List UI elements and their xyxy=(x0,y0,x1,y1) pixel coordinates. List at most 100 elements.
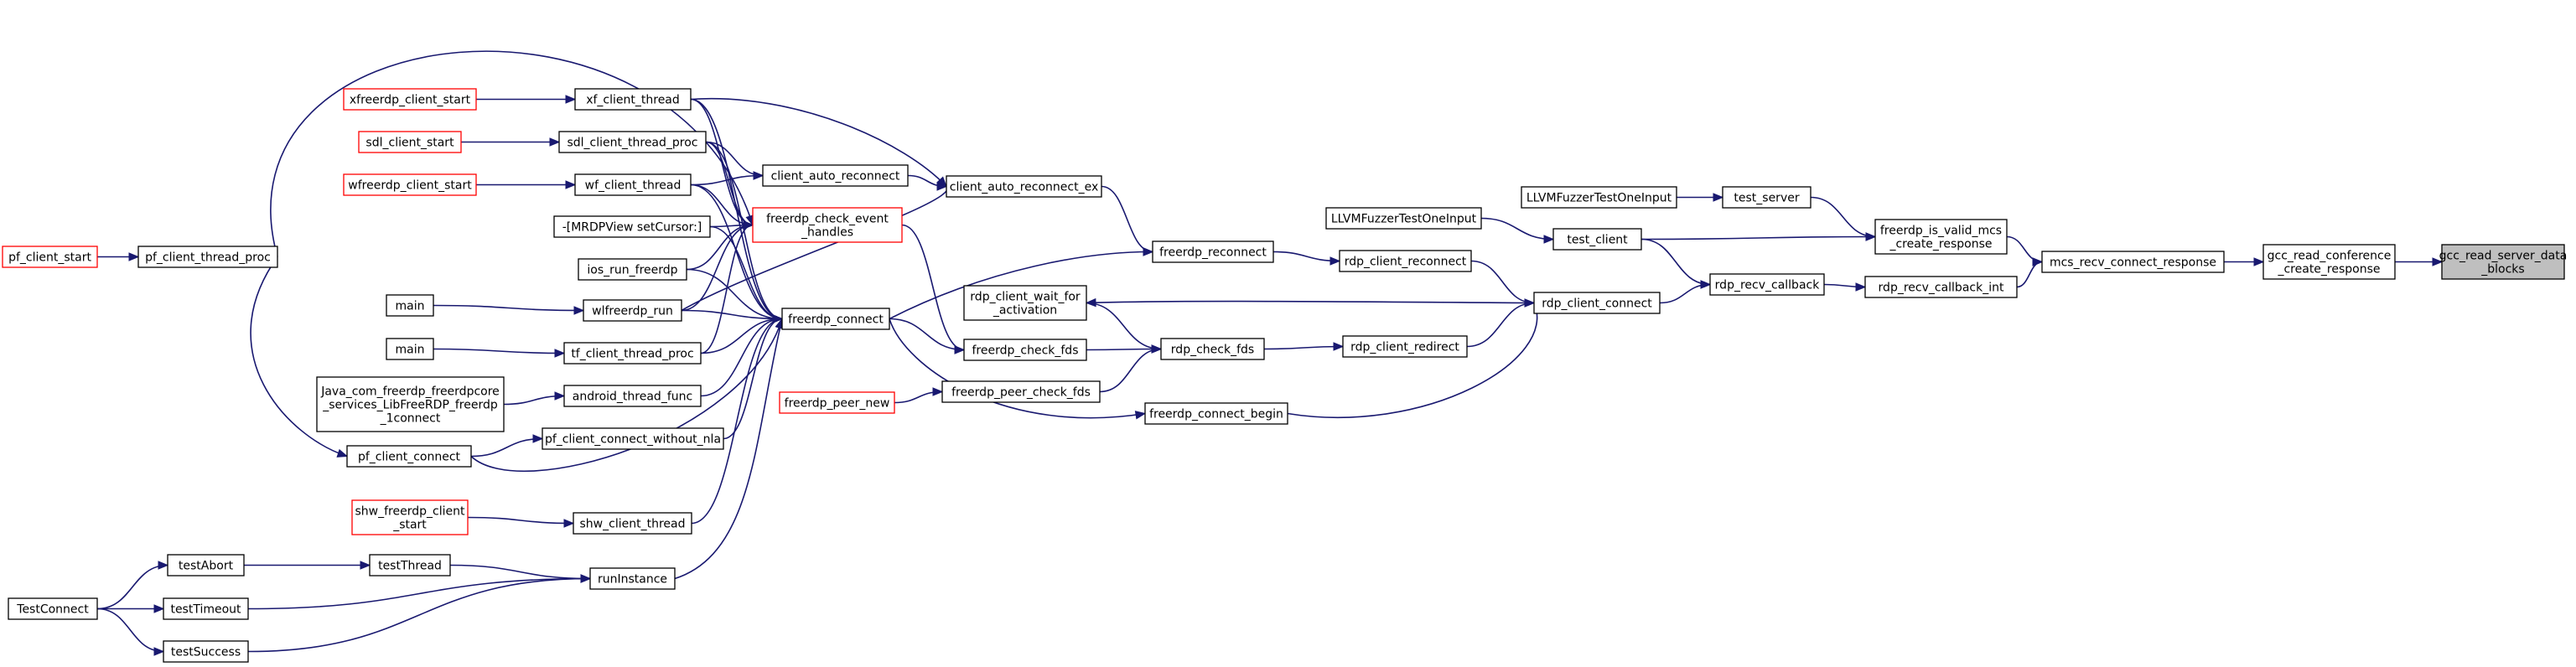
node-box[interactable] xyxy=(1533,292,1661,314)
node-box[interactable] xyxy=(343,88,477,111)
node-box[interactable] xyxy=(781,308,890,330)
node-box[interactable] xyxy=(583,299,682,322)
node-rdp-client-wait-for-activation[interactable]: rdp_client_wait_for_activation xyxy=(963,285,1087,321)
node-pf-client-start[interactable]: pf_client_start xyxy=(2,246,98,268)
node-shw-freerdp-client-start[interactable]: shw_freerdp_client_start xyxy=(351,499,469,535)
node-box[interactable] xyxy=(167,554,245,577)
node-gcc-read-conference-create-response[interactable]: gcc_read_conference_create_response xyxy=(2262,244,2396,280)
node-freerdp-reconnect[interactable]: freerdp_reconnect xyxy=(1152,240,1274,263)
node-freerdp-peer-check-fds[interactable]: freerdp_peer_check_fds xyxy=(941,380,1101,403)
node-box[interactable] xyxy=(8,597,98,620)
node-MRDPView-setCursor[interactable]: -[MRDPView setCursor:] xyxy=(553,215,711,238)
node-box[interactable] xyxy=(1342,335,1468,358)
node-box[interactable] xyxy=(762,164,909,187)
node-box[interactable] xyxy=(573,512,692,535)
node-box[interactable] xyxy=(779,391,895,414)
node-box[interactable] xyxy=(351,499,469,535)
node-box[interactable] xyxy=(963,339,1087,361)
node-box[interactable] xyxy=(386,338,434,360)
node-mcs-recv-connect-response[interactable]: mcs_recv_connect_response xyxy=(2041,251,2225,273)
node-testThread[interactable]: testThread xyxy=(369,554,451,577)
node-test-server[interactable]: test_server xyxy=(1722,186,1811,209)
node-wf-client-thread[interactable]: wf_client_thread xyxy=(574,173,692,196)
node-pf-client-connect-without-nla[interactable]: pf_client_connect_without_nla xyxy=(542,427,724,450)
node-box[interactable] xyxy=(137,246,278,268)
node-gcc-read-server-data-blocks[interactable]: gcc_read_server_data_blocks xyxy=(2439,244,2568,280)
node-box[interactable] xyxy=(343,173,477,196)
node-rdp-client-connect[interactable]: rdp_client_connect xyxy=(1533,292,1661,314)
node-rdp-client-reconnect[interactable]: rdp_client_reconnect xyxy=(1339,250,1472,272)
node-box[interactable] xyxy=(563,342,702,365)
node-box[interactable] xyxy=(1521,186,1677,209)
node-Java-com-freerdp[interactable]: Java_com_freerdp_freerdpcore_services_Li… xyxy=(316,376,505,432)
node-box[interactable] xyxy=(358,131,462,153)
node-box[interactable] xyxy=(163,640,249,663)
node-freerdp-connect[interactable]: freerdp_connect xyxy=(781,308,890,330)
node-client-auto-reconnect-ex[interactable]: client_auto_reconnect_ex xyxy=(946,175,1102,198)
node-xfreerdp-client-start[interactable]: xfreerdp_client_start xyxy=(343,88,477,111)
node-main-tf[interactable]: main xyxy=(386,338,434,360)
node-LLVMFuzzerTestOneInput-b[interactable]: LLVMFuzzerTestOneInput xyxy=(1325,207,1482,230)
node-box[interactable] xyxy=(369,554,451,577)
node-box[interactable] xyxy=(1864,276,2018,298)
node-freerdp-is-valid-mcs-create-response[interactable]: freerdp_is_valid_mcs_create_response xyxy=(1874,219,2008,255)
node-box[interactable] xyxy=(163,597,249,620)
node-box[interactable] xyxy=(946,175,1102,198)
node-sdl-client-start[interactable]: sdl_client_start xyxy=(358,131,462,153)
node-freerdp-check-fds[interactable]: freerdp_check_fds xyxy=(963,339,1087,361)
node-box[interactable] xyxy=(386,294,434,317)
node-box[interactable] xyxy=(1160,338,1265,360)
node-rdp-recv-callback[interactable]: rdp_recv_callback xyxy=(1709,273,1825,296)
node-runInstance[interactable]: runInstance xyxy=(589,567,676,590)
node-box[interactable] xyxy=(558,131,707,153)
node-pf-client-thread-proc[interactable]: pf_client_thread_proc xyxy=(137,246,278,268)
node-android-thread-func[interactable]: android_thread_func xyxy=(563,385,702,407)
node-box[interactable] xyxy=(1339,250,1472,272)
node-testTimeout[interactable]: testTimeout xyxy=(163,597,249,620)
node-box[interactable] xyxy=(1144,402,1288,425)
node-box[interactable] xyxy=(589,567,676,590)
node-freerdp-peer-new[interactable]: freerdp_peer_new xyxy=(779,391,895,414)
node-test-client[interactable]: test_client xyxy=(1552,228,1642,251)
node-rdp-check-fds[interactable]: rdp_check_fds xyxy=(1160,338,1265,360)
node-box[interactable] xyxy=(578,258,687,281)
node-wfreerdp-client-start[interactable]: wfreerdp_client_start xyxy=(343,173,477,196)
node-wlfreerdp-run[interactable]: wlfreerdp_run xyxy=(583,299,682,322)
node-sdl-client-thread-proc[interactable]: sdl_client_thread_proc xyxy=(558,131,707,153)
node-testSuccess[interactable]: testSuccess xyxy=(163,640,249,663)
node-box[interactable] xyxy=(752,207,903,243)
node-box[interactable] xyxy=(941,380,1101,403)
node-ios-run-freerdp[interactable]: ios_run_freerdp xyxy=(578,258,687,281)
node-box[interactable] xyxy=(1709,273,1825,296)
node-box[interactable] xyxy=(2262,244,2396,280)
node-box[interactable] xyxy=(1325,207,1482,230)
node-rdp-client-redirect[interactable]: rdp_client_redirect xyxy=(1342,335,1468,358)
node-box[interactable] xyxy=(1152,240,1274,263)
node-freerdp-connect-begin[interactable]: freerdp_connect_begin xyxy=(1144,402,1288,425)
node-box[interactable] xyxy=(2,246,98,268)
node-tf-client-thread-proc[interactable]: tf_client_thread_proc xyxy=(563,342,702,365)
node-box[interactable] xyxy=(1874,219,2008,255)
node-box[interactable] xyxy=(542,427,724,450)
node-box[interactable] xyxy=(316,376,505,432)
node-client-auto-reconnect[interactable]: client_auto_reconnect xyxy=(762,164,909,187)
node-LLVMFuzzerTestOneInput-a[interactable]: LLVMFuzzerTestOneInput xyxy=(1521,186,1677,209)
node-main-wl[interactable]: main xyxy=(386,294,434,317)
node-box[interactable] xyxy=(346,445,472,468)
node-box[interactable] xyxy=(2441,244,2565,280)
node-TestConnect[interactable]: TestConnect xyxy=(8,597,98,620)
node-xf-client-thread[interactable]: xf_client_thread xyxy=(574,88,692,111)
node-box[interactable] xyxy=(1722,186,1811,209)
node-box[interactable] xyxy=(963,285,1087,321)
node-shw-client-thread[interactable]: shw_client_thread xyxy=(573,512,692,535)
node-box[interactable] xyxy=(553,215,711,238)
node-pf-client-connect[interactable]: pf_client_connect xyxy=(346,445,472,468)
node-testAbort[interactable]: testAbort xyxy=(167,554,245,577)
node-freerdp-check-event-handles[interactable]: freerdp_check_event_handles xyxy=(752,207,903,243)
node-rdp-recv-callback-int[interactable]: rdp_recv_callback_int xyxy=(1864,276,2018,298)
node-box[interactable] xyxy=(574,88,692,111)
node-box[interactable] xyxy=(574,173,692,196)
node-box[interactable] xyxy=(2041,251,2225,273)
node-box[interactable] xyxy=(1552,228,1642,251)
node-box[interactable] xyxy=(563,385,702,407)
